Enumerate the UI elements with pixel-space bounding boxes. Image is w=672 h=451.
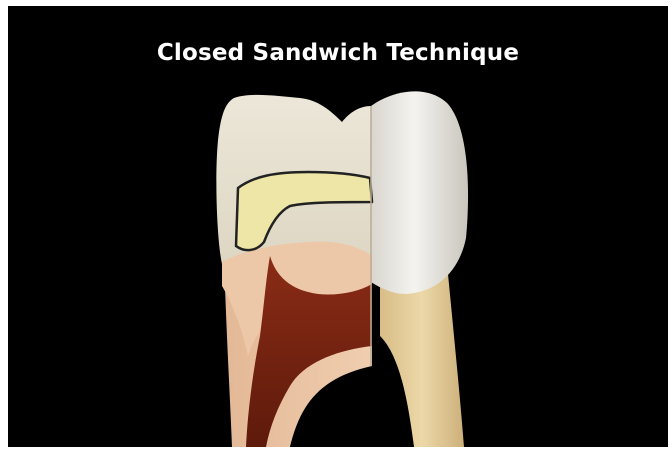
outer-crown <box>371 91 468 294</box>
tooth-illustration <box>8 6 668 447</box>
video-stage: Closed Sandwich Technique <box>8 6 668 447</box>
slide-title: Closed Sandwich Technique <box>8 40 668 66</box>
